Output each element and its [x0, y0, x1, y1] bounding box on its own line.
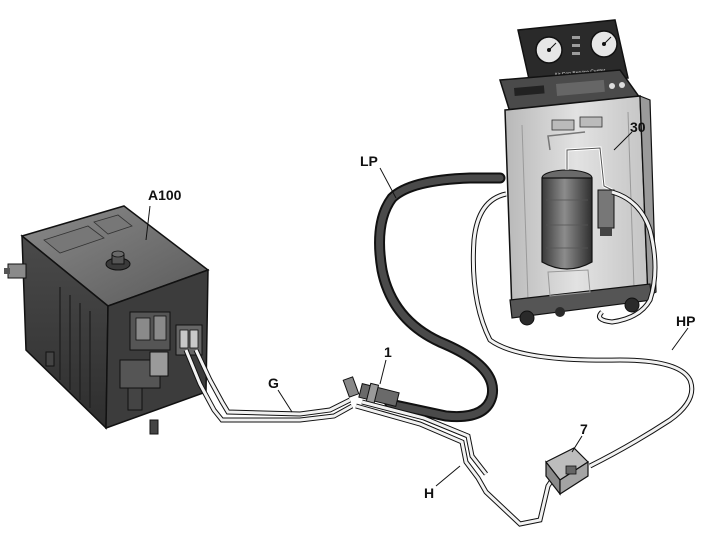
callout-hp: HP	[676, 313, 696, 329]
valve-7	[545, 447, 589, 496]
leader-lines	[145, 131, 689, 487]
callout-h: H	[424, 485, 435, 501]
hose-lines	[183, 172, 695, 527]
callout-g: G	[268, 375, 279, 391]
callout-a100: A100	[148, 187, 182, 203]
wheel-icon	[624, 297, 640, 313]
ac-service-station: Air Con Service Center	[499, 19, 657, 326]
wheel-icon	[519, 310, 535, 326]
connector-1	[342, 376, 400, 408]
refrigerant-cylinder-icon	[541, 177, 593, 270]
callout-1: 1	[384, 344, 392, 360]
callout-7: 7	[580, 421, 588, 437]
vacuum-pump	[4, 205, 210, 435]
callout-30: 30	[630, 119, 646, 135]
callout-lp: LP	[360, 153, 378, 169]
